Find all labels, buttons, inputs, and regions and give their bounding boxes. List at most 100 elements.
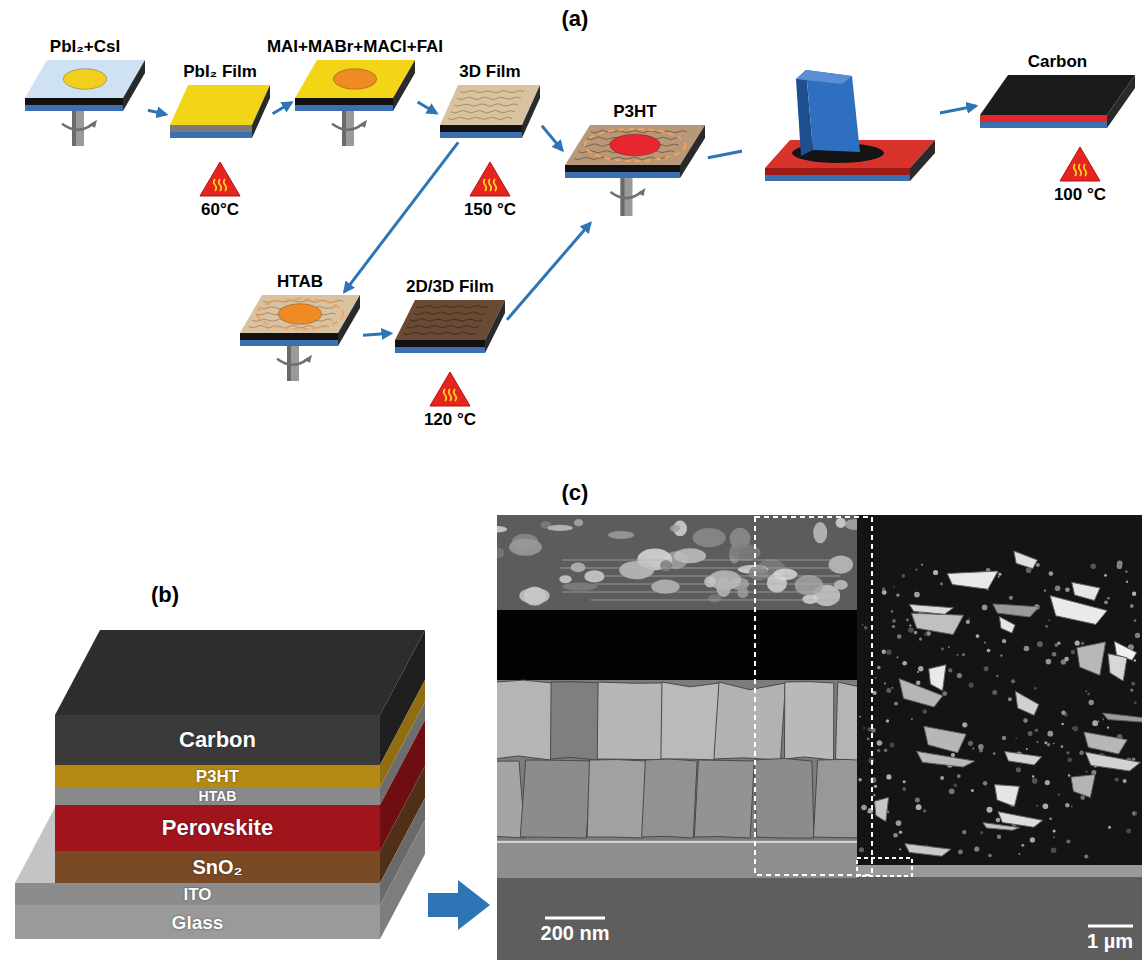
sem-speckle bbox=[1066, 751, 1069, 754]
sem-wide-glass bbox=[857, 877, 1142, 960]
heat-wave bbox=[484, 179, 487, 191]
layer-name: HTAB bbox=[199, 789, 237, 803]
process-step: PbI₂+CsI bbox=[25, 60, 145, 150]
ground-patch bbox=[742, 62, 940, 202]
heat-wave bbox=[219, 179, 222, 191]
process-arrow bbox=[418, 102, 437, 113]
stack-top-face bbox=[55, 630, 425, 715]
sem-speckle bbox=[998, 573, 1002, 577]
sem-speckle bbox=[1032, 775, 1034, 777]
text-holder: 100 °C bbox=[1054, 185, 1106, 205]
perovskite-grain bbox=[714, 682, 786, 760]
sem-speckle bbox=[962, 653, 965, 656]
sem-background bbox=[497, 515, 1142, 960]
substrate-side bbox=[910, 140, 935, 181]
sem-speckle bbox=[1085, 771, 1088, 774]
sem-speckle bbox=[861, 805, 867, 811]
substrate-illustration bbox=[395, 300, 505, 355]
rotation-arrow-head bbox=[638, 188, 646, 196]
process-arrow bbox=[507, 223, 590, 320]
sem-speckle bbox=[1028, 731, 1033, 736]
sem-speckle bbox=[1043, 803, 1049, 809]
text-holder: SnO₂ bbox=[55, 851, 380, 883]
sem-speckle bbox=[899, 831, 902, 834]
sem-speckle bbox=[1133, 812, 1135, 814]
layer-name: SnO₂ bbox=[193, 857, 243, 877]
sem-speckle bbox=[923, 809, 926, 812]
rotation-arrow bbox=[332, 124, 363, 130]
sem-speckle bbox=[1065, 587, 1070, 592]
carbon-particle bbox=[704, 576, 716, 587]
graphite-flake bbox=[1103, 713, 1142, 722]
sem-speckle bbox=[962, 830, 966, 834]
sem-speckle bbox=[1092, 720, 1098, 726]
sem-speckle bbox=[917, 671, 919, 673]
step-label: PbI₂+CsI bbox=[50, 37, 120, 57]
carbon-particle bbox=[497, 548, 505, 558]
carbon-particle bbox=[829, 555, 853, 573]
sem-speckle bbox=[1134, 659, 1136, 661]
temperature-label: 100 °C bbox=[1054, 185, 1106, 205]
sem-speckle bbox=[1061, 745, 1064, 748]
perovskite-grain bbox=[754, 758, 814, 838]
sem-speckle bbox=[1134, 702, 1137, 705]
substrate-base bbox=[980, 122, 1107, 128]
process-arrow bbox=[148, 110, 166, 114]
sem-speckle bbox=[1002, 639, 1006, 643]
sem-speckle bbox=[1053, 836, 1055, 838]
sem-speckle bbox=[894, 702, 898, 706]
sem-speckle bbox=[1067, 758, 1072, 763]
sem-speckle bbox=[972, 748, 974, 750]
graphite-flake bbox=[1014, 551, 1038, 569]
sem-speckle bbox=[886, 688, 891, 693]
sem-speckle bbox=[890, 743, 895, 748]
sem-speckle bbox=[882, 650, 886, 654]
sem-speckle bbox=[998, 576, 1000, 578]
sem-speckle bbox=[1130, 689, 1133, 692]
heating-step: 150 °C bbox=[468, 160, 512, 198]
sem-speckle bbox=[873, 794, 875, 796]
sem-speckle bbox=[915, 797, 920, 802]
sem-speckle bbox=[962, 722, 967, 727]
graphite-flake bbox=[924, 726, 966, 752]
panel-label: (c) bbox=[562, 480, 589, 505]
graphite-flake bbox=[1077, 642, 1106, 675]
sem-speckle bbox=[987, 649, 991, 653]
sem-speckle bbox=[1134, 619, 1137, 622]
carbon-particle bbox=[802, 595, 818, 604]
temperature-label: 150 °C bbox=[464, 200, 516, 220]
sem-speckle bbox=[1131, 682, 1135, 686]
text-holder: Carbon bbox=[55, 715, 380, 765]
solution-drop bbox=[333, 69, 376, 90]
substrate-side bbox=[485, 300, 505, 353]
carbon-particle bbox=[836, 518, 846, 528]
sem-perovskite-layer bbox=[497, 680, 857, 840]
sem-speckle bbox=[864, 626, 868, 630]
step-label: 3D Film bbox=[459, 62, 520, 82]
carbon-streak bbox=[562, 559, 840, 560]
sem-speckle bbox=[1045, 780, 1050, 785]
process-arrow bbox=[542, 126, 563, 151]
scale-bar-label: 1 µm bbox=[1087, 930, 1133, 953]
scale-bar bbox=[545, 917, 605, 920]
sem-speckle bbox=[896, 820, 902, 826]
sem-speckle bbox=[924, 632, 927, 635]
graphite-flake bbox=[1050, 596, 1107, 625]
sem-speckle bbox=[996, 675, 998, 677]
sem-speckle bbox=[1058, 794, 1060, 796]
substrate-base bbox=[440, 132, 522, 138]
rotation-arrow-head bbox=[359, 120, 367, 128]
layer-band: Carbon bbox=[55, 715, 380, 765]
sem-speckle bbox=[1047, 731, 1053, 737]
sem-carbon-layer bbox=[497, 515, 857, 610]
sem-speckle bbox=[897, 657, 899, 659]
sem-speckle bbox=[1008, 697, 1012, 701]
carbon-streak bbox=[560, 567, 840, 568]
graphite-flake bbox=[874, 797, 888, 821]
heating-triangle bbox=[1060, 147, 1100, 181]
sem-speckle bbox=[1035, 728, 1039, 732]
heating-step: 120 °C bbox=[428, 370, 472, 408]
heating-step: 60°C bbox=[198, 160, 242, 198]
sem-flakes bbox=[858, 551, 1142, 859]
heat-wave bbox=[454, 389, 457, 401]
